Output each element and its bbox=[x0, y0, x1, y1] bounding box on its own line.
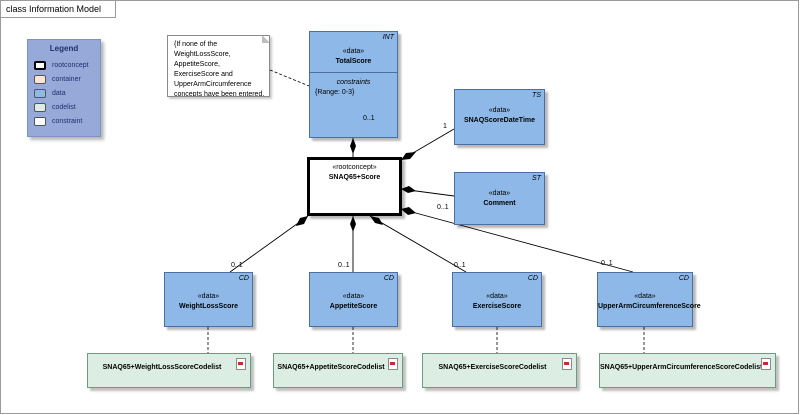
codelist-weightlossscore[interactable]: SNAQ65+WeightLossScoreCodelist bbox=[87, 353, 251, 388]
document-icon bbox=[236, 358, 246, 370]
composition-diamond bbox=[401, 207, 416, 215]
multiplicity-datetime: 1 bbox=[443, 123, 447, 130]
class-appetitescore[interactable]: CD «data» AppetiteScore bbox=[309, 272, 398, 327]
legend-label: codelist bbox=[52, 104, 76, 111]
compartment-divider bbox=[310, 72, 397, 73]
codelist-name: SNAQ65+UpperArmCircumferenceScoreCodelis… bbox=[600, 364, 763, 371]
composition-diamond bbox=[296, 216, 308, 226]
multiplicity-comment: 0..1 bbox=[437, 204, 449, 211]
legend-label: constraint bbox=[52, 118, 83, 125]
multiplicity-upperarm: 0..1 bbox=[601, 260, 613, 267]
type-tag: TS bbox=[532, 92, 541, 99]
type-tag: CD bbox=[238, 275, 249, 282]
codelist-name: SNAQ65+ExerciseScoreCodelist bbox=[438, 364, 547, 371]
class-name: TotalScore bbox=[335, 58, 372, 65]
legend-swatch bbox=[34, 117, 46, 126]
composition-diamond bbox=[401, 186, 416, 193]
stereotype-label: «data» bbox=[486, 293, 508, 300]
document-icon bbox=[388, 358, 398, 370]
rootconcept-snaq65-score[interactable]: «rootconcept» SNAQ65+Score bbox=[307, 157, 402, 216]
stereotype-label: «data» bbox=[634, 293, 656, 300]
stereotype-label: «data» bbox=[488, 190, 511, 197]
class-name: Comment bbox=[483, 200, 516, 207]
document-icon bbox=[562, 358, 572, 370]
note-text: {If none of the WeightLossScore, Appetit… bbox=[174, 41, 265, 97]
legend-swatch bbox=[34, 61, 46, 70]
constraint-text: {Range: 0-3} bbox=[315, 89, 355, 96]
multiplicity-weightloss: 0..1 bbox=[231, 262, 243, 269]
composition-diamond bbox=[350, 216, 356, 232]
connector-weightloss bbox=[229, 215, 309, 273]
class-totalscore[interactable]: INT «data» TotalScore constraints {Range… bbox=[309, 31, 398, 138]
legend-label: container bbox=[52, 76, 81, 83]
class-name: SNAQScoreDateTime bbox=[463, 117, 536, 124]
composition-diamond bbox=[370, 216, 383, 225]
connector-upperarm bbox=[400, 208, 634, 273]
class-exercisescore[interactable]: CD «data» ExerciseScore bbox=[452, 272, 542, 327]
codelist-appetitescore[interactable]: SNAQ65+AppetiteScoreCodelist bbox=[273, 353, 403, 388]
legend-title: Legend bbox=[49, 44, 79, 53]
legend-swatch bbox=[34, 103, 46, 112]
type-tag: INT bbox=[382, 34, 394, 41]
class-name: SNAQ65+Score bbox=[328, 174, 381, 181]
class-comment[interactable]: ST «data» Comment bbox=[454, 172, 545, 225]
codelist-upperarmcircumferencescore[interactable]: SNAQ65+UpperArmCircumferenceScoreCodelis… bbox=[599, 353, 776, 388]
multiplicity-appetite: 0..1 bbox=[338, 262, 350, 269]
multiplicity-exercise: 0..1 bbox=[454, 262, 466, 269]
class-name: UpperArmCircumferenceScore bbox=[598, 303, 701, 310]
class-upperarmcircumferencescore[interactable]: CD «data» UpperArmCircumferenceScore bbox=[597, 272, 701, 327]
stereotype-label: «data» bbox=[488, 107, 511, 114]
type-tag: ST bbox=[532, 175, 541, 182]
composition-diamond bbox=[350, 138, 356, 154]
connector-exercise bbox=[369, 215, 467, 273]
type-tag: CD bbox=[383, 275, 394, 282]
multiplicity-totalscore: 0..1 bbox=[363, 115, 375, 122]
legend-swatch bbox=[34, 89, 46, 98]
codelist-exercisescore[interactable]: SNAQ65+ExerciseScoreCodelist bbox=[422, 353, 577, 388]
legend-panel: Legend rootconcept container data codeli… bbox=[27, 39, 101, 137]
note-anchor-line bbox=[269, 69, 310, 87]
constraint-note[interactable]: {If none of the WeightLossScore, Appetit… bbox=[167, 35, 270, 97]
stereotype-label: «data» bbox=[342, 48, 365, 55]
codelist-name: SNAQ65+AppetiteScoreCodelist bbox=[277, 364, 385, 371]
codelist-name: SNAQ65+WeightLossScoreCodelist bbox=[102, 364, 222, 371]
legend-label: data bbox=[52, 90, 66, 97]
class-name: ExerciseScore bbox=[472, 303, 522, 310]
note-fold-corner bbox=[262, 36, 269, 43]
class-name: AppetiteScore bbox=[329, 303, 378, 310]
stereotype-label: «data» bbox=[342, 293, 365, 300]
stereotype-label: «rootconcept» bbox=[332, 164, 377, 171]
stereotype-label: «data» bbox=[197, 293, 220, 300]
class-weightlossscore[interactable]: CD «data» WeightLossScore bbox=[164, 272, 253, 327]
type-tag: CD bbox=[527, 275, 538, 282]
type-tag: CD bbox=[678, 275, 689, 282]
class-snaqscoredatetime[interactable]: TS «data» SNAQScoreDateTime bbox=[454, 89, 545, 145]
composition-diamond bbox=[401, 152, 416, 160]
class-name: WeightLossScore bbox=[179, 303, 238, 310]
legend-swatch bbox=[34, 75, 46, 84]
constraints-heading: constraints bbox=[336, 79, 371, 86]
diagram-title: class Information Model bbox=[1, 1, 117, 18]
document-icon bbox=[761, 358, 771, 370]
legend-label: rootconcept bbox=[52, 62, 89, 69]
